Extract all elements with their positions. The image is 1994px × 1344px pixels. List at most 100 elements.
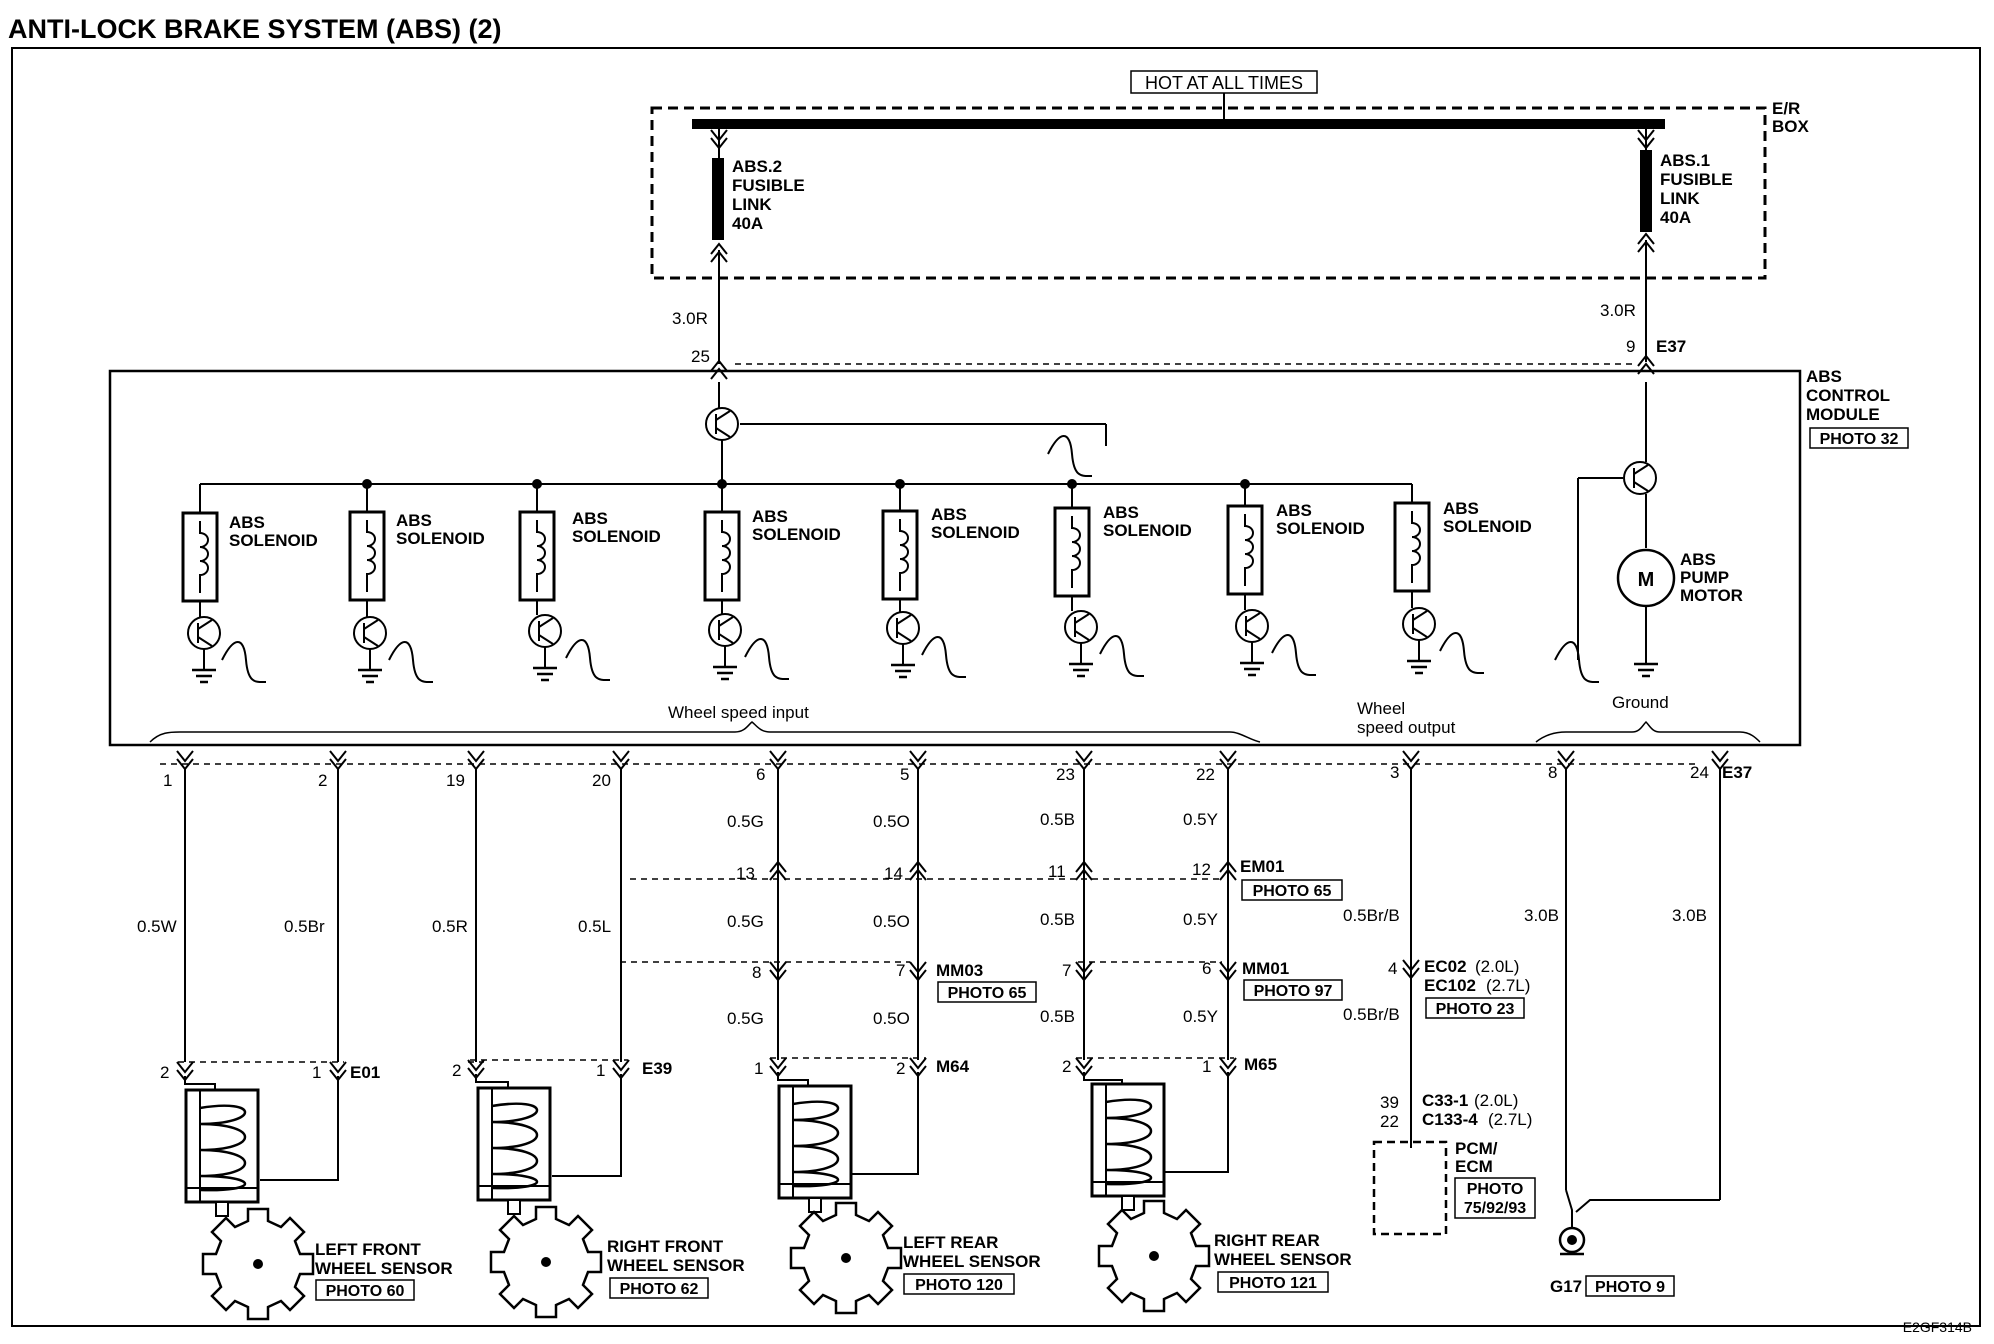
left-rear-wheel-sensor: LEFT REAR WHEEL SENSOR PHOTO 120 bbox=[777, 1072, 1041, 1315]
svg-text:SOLENOID: SOLENOID bbox=[396, 529, 485, 548]
label-ground: Ground bbox=[1612, 693, 1669, 712]
svg-text:11: 11 bbox=[1048, 862, 1066, 881]
svg-text:LEFT REAR: LEFT REAR bbox=[903, 1233, 998, 1252]
abs-pump-motor: M ABS PUMP MOTOR bbox=[1554, 382, 1743, 684]
svg-text:0.5B: 0.5B bbox=[1040, 910, 1075, 929]
conn-ec102: EC102 bbox=[1424, 976, 1476, 995]
svg-text:WHEEL SENSOR: WHEEL SENSOR bbox=[315, 1259, 453, 1278]
abs-solenoid-2: ABS SOLENOID bbox=[348, 484, 485, 684]
pcm-ecm bbox=[1372, 1140, 1448, 1236]
fuse-abs1-l3: LINK bbox=[1660, 189, 1700, 208]
abs-solenoid-4: ABS SOLENOID bbox=[703, 484, 841, 681]
svg-text:0.5Y: 0.5Y bbox=[1183, 1007, 1218, 1026]
svg-text:2: 2 bbox=[318, 771, 327, 790]
svg-text:20: 20 bbox=[592, 771, 611, 790]
svg-text:2: 2 bbox=[896, 1059, 905, 1078]
svg-text:PHOTO 9: PHOTO 9 bbox=[1595, 1279, 1665, 1296]
svg-text:19: 19 bbox=[446, 771, 465, 790]
svg-text:E37: E37 bbox=[1722, 763, 1752, 782]
svg-text:PCM/: PCM/ bbox=[1455, 1139, 1498, 1158]
svg-text:22: 22 bbox=[1196, 765, 1215, 784]
fuse-abs2-l2: FUSIBLE bbox=[732, 176, 805, 195]
svg-text:1: 1 bbox=[163, 771, 172, 790]
svg-text:0.5O: 0.5O bbox=[873, 812, 910, 831]
svg-text:SOLENOID: SOLENOID bbox=[931, 523, 1020, 542]
brace-ground bbox=[1535, 720, 1761, 743]
svg-text:13: 13 bbox=[736, 864, 755, 883]
relay-transistor bbox=[705, 382, 1107, 482]
svg-text:RIGHT FRONT: RIGHT FRONT bbox=[607, 1237, 724, 1256]
svg-text:6: 6 bbox=[1202, 959, 1211, 978]
svg-text:14: 14 bbox=[884, 864, 903, 883]
svg-text:23: 23 bbox=[1056, 765, 1075, 784]
svg-text:RIGHT REAR: RIGHT REAR bbox=[1214, 1231, 1320, 1250]
figure-code: E2GF314B bbox=[1903, 1319, 1972, 1335]
svg-text:4: 4 bbox=[1388, 959, 1397, 978]
svg-text:22: 22 bbox=[1380, 1112, 1399, 1131]
svg-text:G17: G17 bbox=[1550, 1277, 1582, 1296]
svg-text:PHOTO: PHOTO bbox=[1467, 1181, 1524, 1198]
svg-text:12: 12 bbox=[1192, 860, 1211, 879]
svg-text:0.5Y: 0.5Y bbox=[1183, 810, 1218, 829]
label-wheel-speed-input: Wheel speed input bbox=[668, 703, 809, 722]
svg-text:5: 5 bbox=[900, 765, 909, 784]
svg-text:8: 8 bbox=[1548, 763, 1557, 782]
svg-text:(2.0L): (2.0L) bbox=[1474, 1091, 1518, 1110]
svg-text:75/92/93: 75/92/93 bbox=[1464, 1200, 1526, 1217]
brace-wheel-input bbox=[149, 721, 1261, 743]
abs-solenoid-8: ABS SOLENOID bbox=[1393, 484, 1532, 675]
svg-text:3.0B: 3.0B bbox=[1524, 906, 1559, 925]
svg-text:0.5L: 0.5L bbox=[578, 917, 611, 936]
svg-text:3: 3 bbox=[1390, 763, 1399, 782]
svg-text:7: 7 bbox=[896, 961, 905, 980]
svg-text:0.5Br/B: 0.5Br/B bbox=[1343, 906, 1400, 925]
svg-text:6: 6 bbox=[756, 765, 765, 784]
svg-text:0.5O: 0.5O bbox=[873, 1009, 910, 1028]
abs-solenoid-6: ABS SOLENOID bbox=[1053, 484, 1192, 678]
svg-text:PUMP: PUMP bbox=[1680, 568, 1729, 587]
svg-text:0.5B: 0.5B bbox=[1040, 810, 1075, 829]
er-box bbox=[650, 106, 1767, 280]
svg-text:SOLENOID: SOLENOID bbox=[1103, 521, 1192, 540]
module-photo: PHOTO 32 bbox=[1820, 431, 1899, 448]
svg-text:(2.7L): (2.7L) bbox=[1486, 976, 1530, 995]
pin-9: 9 bbox=[1626, 337, 1635, 356]
svg-text:M64: M64 bbox=[936, 1057, 970, 1076]
photo-mm01: PHOTO 97 bbox=[1254, 983, 1333, 1000]
svg-text:WHEEL SENSOR: WHEEL SENSOR bbox=[607, 1256, 745, 1275]
svg-text:0.5R: 0.5R bbox=[432, 917, 468, 936]
svg-text:0.5G: 0.5G bbox=[727, 912, 764, 931]
photo-mm03: PHOTO 65 bbox=[948, 985, 1027, 1002]
fuse-abs1-l4: 40A bbox=[1660, 208, 1691, 227]
svg-text:ABS: ABS bbox=[931, 505, 967, 524]
svg-text:PHOTO 120: PHOTO 120 bbox=[915, 1277, 1003, 1294]
module-label-2: CONTROL bbox=[1806, 386, 1890, 405]
fuse-abs2-l4: 40A bbox=[732, 214, 763, 233]
wire-left-power: 3.0R bbox=[672, 309, 708, 328]
svg-text:ABS: ABS bbox=[396, 511, 432, 530]
conn-e37-top: E37 bbox=[1656, 337, 1686, 356]
photo-em01: PHOTO 65 bbox=[1253, 883, 1332, 900]
svg-text:SOLENOID: SOLENOID bbox=[1276, 519, 1365, 538]
svg-text:0.5Br: 0.5Br bbox=[284, 917, 325, 936]
label-wheel-speed-output-1: Wheel bbox=[1357, 699, 1405, 718]
wire-harness bbox=[184, 768, 1721, 1228]
left-front-wheel-sensor: LEFT FRONT WHEEL SENSOR PHOTO 60 bbox=[184, 1076, 453, 1321]
conn-mm01: MM01 bbox=[1242, 959, 1289, 978]
fuse-abs2-l1: ABS.2 bbox=[732, 157, 782, 176]
fuse-abs1-l1: ABS.1 bbox=[1660, 151, 1710, 170]
svg-text:(2.7L): (2.7L) bbox=[1488, 1110, 1532, 1129]
svg-text:1: 1 bbox=[1202, 1057, 1211, 1076]
photo-ec02: PHOTO 23 bbox=[1436, 1001, 1515, 1018]
svg-text:7: 7 bbox=[1062, 961, 1071, 980]
svg-text:1: 1 bbox=[312, 1063, 321, 1082]
svg-text:ABS: ABS bbox=[229, 513, 265, 532]
motor-symbol: M bbox=[1638, 569, 1655, 591]
svg-text:8: 8 bbox=[752, 963, 761, 982]
svg-text:SOLENOID: SOLENOID bbox=[572, 527, 661, 546]
svg-text:0.5G: 0.5G bbox=[727, 1009, 764, 1028]
svg-text:ABS: ABS bbox=[1276, 501, 1312, 520]
svg-text:MOTOR: MOTOR bbox=[1680, 586, 1743, 605]
svg-text:E01: E01 bbox=[350, 1063, 380, 1082]
abs-control-module bbox=[108, 369, 1802, 747]
